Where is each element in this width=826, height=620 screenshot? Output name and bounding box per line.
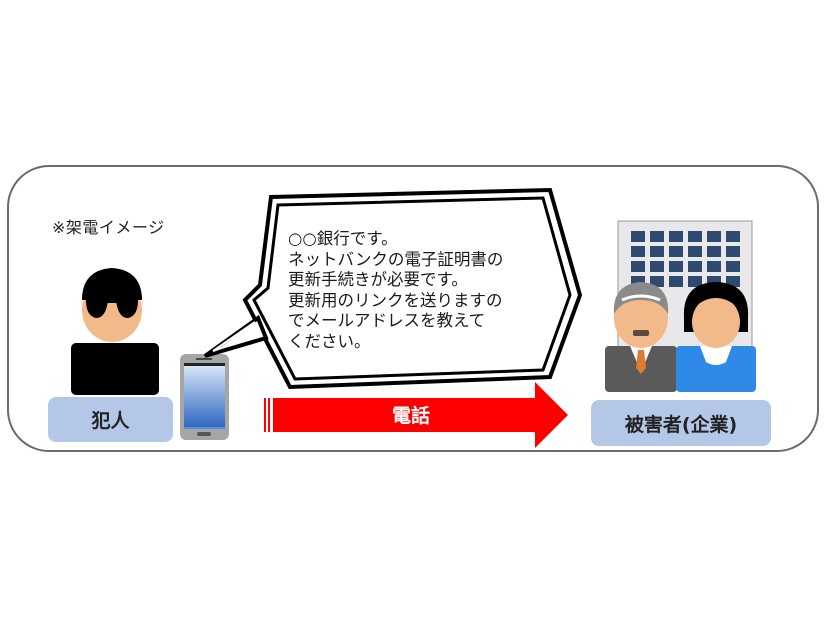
bubble-line: 更新手続きが必要です。 (288, 270, 468, 289)
bubble-line: ○○銀行です。 (288, 229, 398, 248)
outer-frame (7, 165, 819, 452)
criminal-icon (71, 268, 159, 395)
bubble-line: でメールアドレスを教えて (288, 311, 486, 330)
male-employee-icon (605, 282, 677, 392)
victim-label-text: 被害者(企業) (624, 413, 738, 436)
female-employee-icon (676, 282, 756, 392)
smartphone-icon (180, 354, 229, 440)
phone-call-label: 電話 (392, 405, 431, 427)
criminal-label-text: 犯人 (91, 410, 130, 432)
bubble-line: ネットバンクの電子証明書の (288, 249, 504, 269)
phone-call-arrow[interactable] (264, 382, 568, 448)
speech-bubble-text: ○○銀行です。ネットバンクの電子証明書の更新手続きが必要です。更新用のリンクを送… (288, 229, 503, 352)
bubble-line: 更新用のリンクを送りますの (288, 290, 503, 310)
victim-label: 被害者(企業) (591, 400, 771, 446)
speech-bubble (203, 187, 583, 390)
bubble-line: ください。 (288, 331, 371, 351)
call-image-note: ※架電イメージ (52, 218, 165, 237)
criminal-label: 犯人 (48, 397, 173, 442)
